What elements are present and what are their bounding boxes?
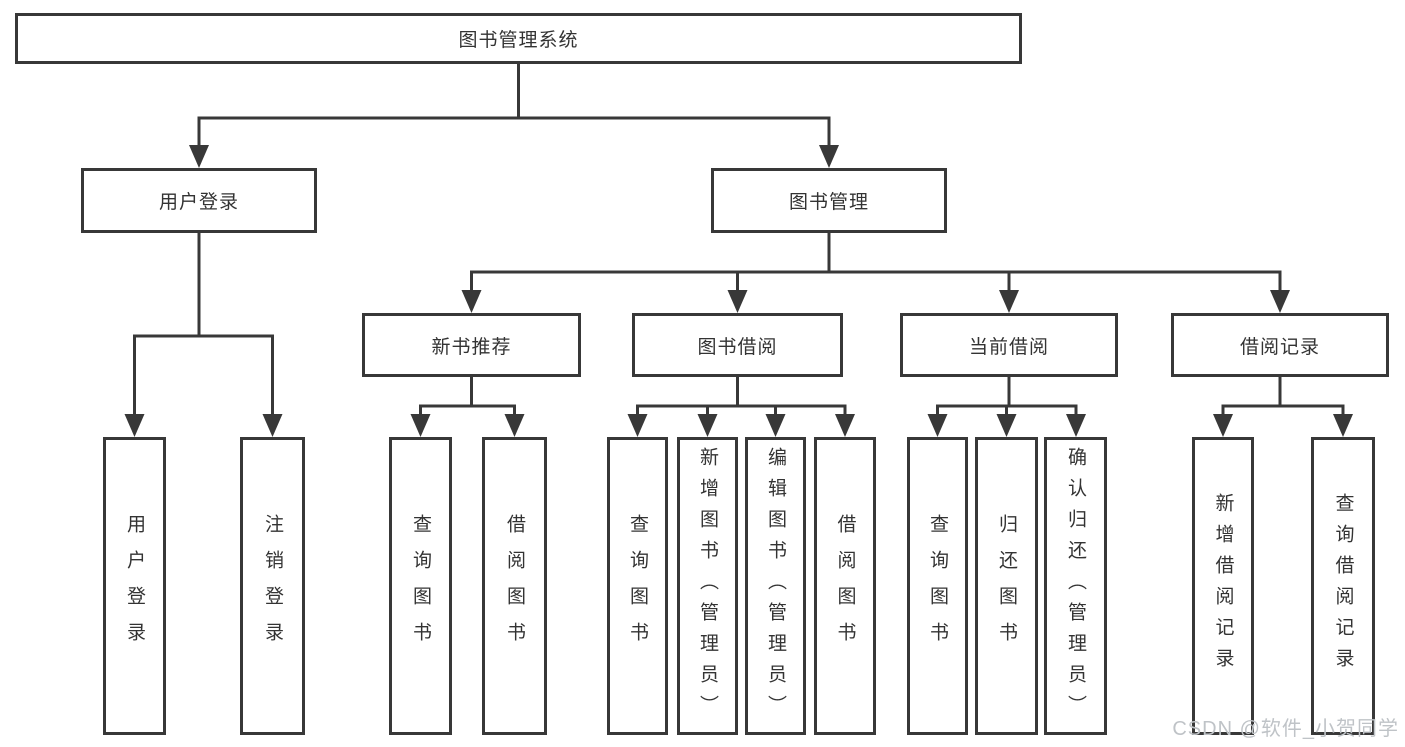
arrow-icon xyxy=(819,145,839,168)
node-root: 图书管理系统 xyxy=(15,13,1022,64)
arrow-icon xyxy=(1066,414,1086,437)
leaf-logout: 注销登录 xyxy=(240,437,305,735)
connector-recommend-to-leaves xyxy=(419,375,516,418)
node-user-login: 用户登录 xyxy=(81,168,317,233)
node-book-management: 图书管理 xyxy=(711,168,947,233)
arrow-icon xyxy=(999,290,1019,313)
leaf-edit-books-admin: 编辑图书（管理员） xyxy=(745,437,806,735)
leaf-add-borrow-record: 新增借阅记录 xyxy=(1192,437,1254,735)
node-new-book-recommend-label: 新书推荐 xyxy=(431,336,512,358)
node-book-management-label: 图书管理 xyxy=(788,192,869,213)
node-current-borrow: 当前借阅 xyxy=(900,313,1118,377)
arrow-icon xyxy=(189,145,209,168)
leaf-query-books-recommend: 查询图书 xyxy=(389,437,452,735)
arrow-icon xyxy=(727,290,748,313)
arrow-icon xyxy=(627,414,648,437)
arrowheads xyxy=(124,145,1353,437)
leaf-add-books-admin: 新增图书（管理员） xyxy=(677,437,738,735)
connector-records-to-leaves xyxy=(1221,375,1345,418)
arrow-icon xyxy=(1270,290,1290,313)
arrow-icon xyxy=(697,414,718,437)
node-current-borrow-label: 当前借阅 xyxy=(968,336,1049,358)
connector-user-to-leaves xyxy=(133,231,274,418)
leaf-query-borrow-record: 查询借阅记录 xyxy=(1311,437,1375,735)
leaf-return-books: 归还图书 xyxy=(975,437,1038,735)
node-book-borrow-label: 图书借阅 xyxy=(697,336,778,358)
csdn-watermark: CSDN @软件_小贺同学 xyxy=(1172,718,1399,740)
leaf-query-books-current: 查询图书 xyxy=(907,437,968,735)
arrow-icon xyxy=(835,414,855,437)
connector-book-to-level3 xyxy=(470,231,1282,294)
node-new-book-recommend: 新书推荐 xyxy=(362,313,581,377)
leaf-borrow-books: 借阅图书 xyxy=(814,437,876,735)
node-root-label: 图书管理系统 xyxy=(458,30,579,51)
connector-root-to-level2 xyxy=(197,62,831,149)
arrow-icon xyxy=(262,414,283,437)
arrow-icon xyxy=(410,414,431,437)
arrow-icon xyxy=(996,414,1017,437)
node-borrow-records-label: 借阅记录 xyxy=(1239,336,1320,358)
arrow-icon xyxy=(461,290,482,313)
arrow-icon xyxy=(1333,414,1353,437)
arrow-icon xyxy=(927,414,948,437)
node-book-borrow: 图书借阅 xyxy=(632,313,843,377)
node-user-login-label: 用户登录 xyxy=(158,192,239,213)
node-borrow-records: 借阅记录 xyxy=(1171,313,1389,377)
leaf-user-login: 用户登录 xyxy=(103,437,166,735)
arrow-icon xyxy=(124,414,145,437)
arrow-icon xyxy=(504,414,525,437)
connector-current-to-leaves xyxy=(936,375,1078,418)
leaf-borrow-books-recommend: 借阅图书 xyxy=(482,437,547,735)
arrow-icon xyxy=(765,414,786,437)
leaf-query-books-borrow: 查询图书 xyxy=(607,437,668,735)
leaf-confirm-return-admin: 确认归还（管理员） xyxy=(1044,437,1107,735)
arrow-icon xyxy=(1213,414,1233,437)
connector-borrow-to-leaves xyxy=(636,375,847,418)
